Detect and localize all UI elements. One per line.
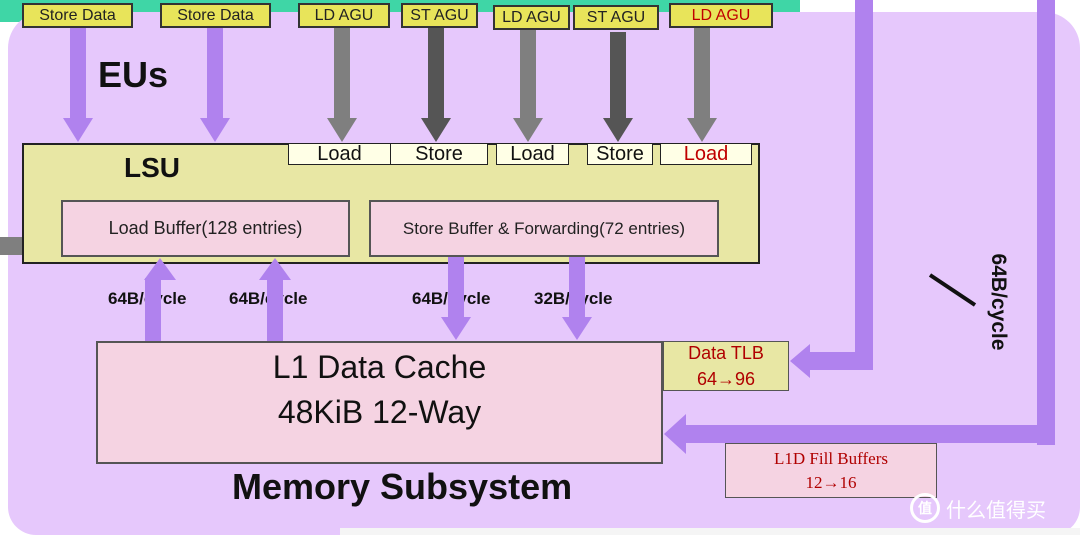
eu-st-agu-2: ST AGU (573, 5, 659, 30)
data-tlb: Data TLB 64→96 (663, 341, 789, 391)
l1-cache-title: L1 Data Cache (272, 349, 487, 385)
eu-st-agu-1: ST AGU (401, 3, 478, 28)
port-load-1: Load (288, 143, 391, 165)
eu-ld-agu-2: LD AGU (493, 5, 570, 30)
arrow-store-to-cache-2 (562, 257, 592, 340)
arrow-cache-to-load-1 (144, 258, 176, 341)
port-load-2: Load (496, 143, 569, 165)
bus-width-slash (928, 273, 977, 307)
l1-cache-spec: 48KiB 12-Way (277, 394, 482, 430)
lsu-title: LSU (124, 152, 180, 183)
data-tlb-value: 64→96 (696, 369, 756, 389)
arrow-store-to-cache-1 (441, 257, 471, 340)
l1d-fill-buffers: L1D Fill Buffers 12→16 (725, 443, 937, 498)
eus-label: EUs (98, 54, 169, 95)
store-buffer: Store Buffer & Forwarding(72 entries) (369, 200, 719, 257)
tlb-feed-arrow (790, 0, 873, 378)
arrow-st-agu-2 (603, 32, 633, 142)
watermark-logo-icon: 值 (910, 493, 940, 523)
arrow-st-agu-1 (421, 28, 451, 142)
l1-data-cache: L1 Data Cache 48KiB 12-Way (96, 341, 663, 464)
arrow-store-data-2 (200, 28, 230, 142)
fill-buffers-title: L1D Fill Buffers (774, 448, 888, 468)
eu-ld-agu-1: LD AGU (298, 3, 390, 28)
memory-subsystem-label: Memory Subsystem (232, 466, 573, 507)
port-store-1: Store (390, 143, 488, 165)
left-edge-connector (0, 237, 24, 255)
watermark: 值 什么值得买 (910, 492, 1046, 524)
arrow-cache-to-load-2 (259, 258, 291, 341)
arrow-ld-agu-2 (513, 30, 543, 142)
data-tlb-title: Data TLB (688, 343, 764, 363)
fill-buffers-value: 12→16 (805, 472, 857, 492)
port-store-2: Store (587, 143, 653, 165)
eu-ld-agu-3: LD AGU (669, 3, 773, 28)
arrow-ld-agu-3 (687, 28, 717, 142)
port-load-3: Load (660, 143, 752, 165)
load-buffer: Load Buffer(128 entries) (61, 200, 350, 257)
bottom-edge-strip (340, 528, 1080, 535)
arrow-ld-agu-1 (327, 28, 357, 142)
cache-feed-arrow (664, 0, 1055, 454)
eu-store-data-2: Store Data (160, 3, 271, 28)
arrow-store-data-1 (63, 28, 93, 142)
watermark-text: 什么值得买 (946, 499, 1046, 522)
eu-store-data-1: Store Data (22, 3, 133, 28)
